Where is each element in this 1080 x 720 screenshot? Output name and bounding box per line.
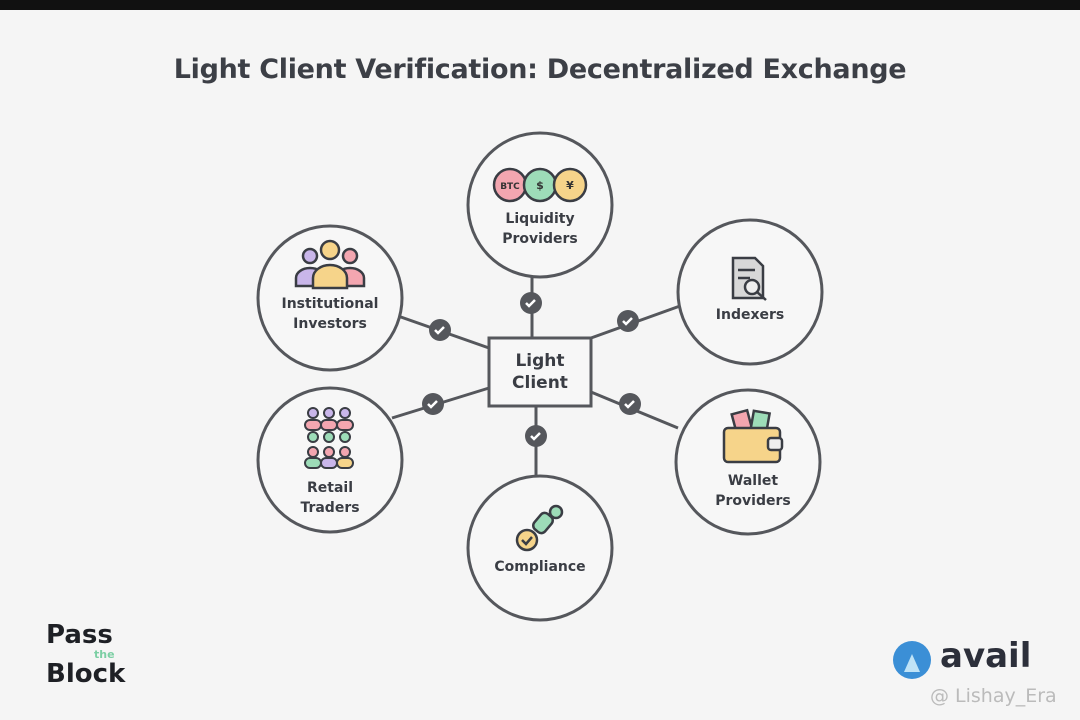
avail-logo: avail — [940, 636, 1032, 676]
pass-the-block-logo: Pass the Block — [46, 622, 125, 687]
coin-btc-label: BTC — [500, 182, 520, 192]
document-search-icon — [731, 256, 767, 301]
check-icon — [619, 393, 641, 415]
check-icon — [525, 425, 547, 447]
coin-yen-label: ¥ — [566, 179, 574, 192]
node-institutional — [256, 224, 404, 372]
check-icons — [422, 292, 641, 447]
node-compliance — [466, 474, 614, 622]
avail-logo-icon — [893, 641, 931, 679]
center-box — [487, 336, 593, 408]
top-bar — [0, 0, 1080, 10]
stamp-icon — [515, 504, 564, 552]
coin-dollar-label: $ — [536, 179, 544, 192]
check-icon — [520, 292, 542, 314]
diagram-title: Light Client Verification: Decentralized… — [173, 54, 907, 85]
check-icon — [429, 319, 451, 341]
logo-pass: Pass — [46, 620, 113, 650]
watermark: @ Lishay_Era — [930, 685, 1057, 707]
check-icon — [422, 393, 444, 415]
crowd-icon — [304, 407, 354, 469]
coins-icon: BTC $ ¥ — [492, 167, 588, 203]
label-compliance: Compliance — [494, 559, 586, 575]
label-indexers: Indexers — [715, 307, 785, 323]
logo-block: Block — [46, 659, 126, 689]
people-group-icon — [294, 239, 366, 290]
node-liquidity — [466, 131, 614, 279]
logo-the: the — [94, 648, 115, 661]
wallet-icon — [722, 408, 784, 464]
check-icon — [617, 310, 639, 332]
